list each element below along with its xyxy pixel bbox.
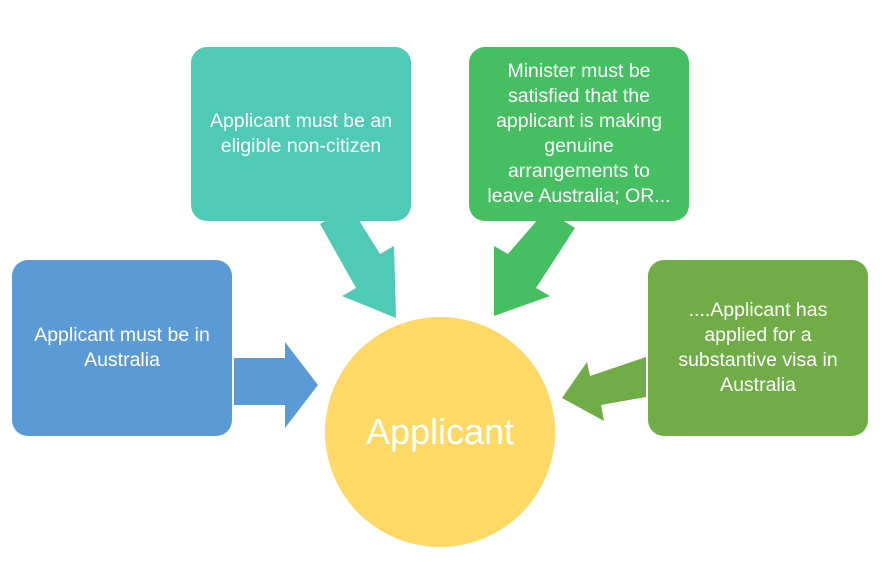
applicant-label: Applicant bbox=[365, 411, 515, 452]
requirement-box-leave-arrangements: Minister must be satisfied that the appl… bbox=[469, 47, 689, 221]
requirement-text: Minister must be satisfied that the appl… bbox=[487, 60, 671, 207]
requirement-text: Applicant must be an eligible non-citize… bbox=[209, 110, 393, 157]
arrow-left bbox=[234, 342, 318, 428]
arrow-right bbox=[562, 357, 646, 421]
arrow-top-left bbox=[320, 206, 396, 318]
arrow-top-right bbox=[494, 210, 575, 316]
requirement-text: Applicant must be in Australia bbox=[34, 324, 210, 371]
applicant-circle: Applicant bbox=[325, 317, 555, 547]
requirement-text: ....Applicant has applied for a substant… bbox=[678, 299, 838, 396]
requirement-box-eligible-non-citizen: Applicant must be an eligible non-citize… bbox=[191, 47, 411, 221]
requirement-box-substantive-visa: ....Applicant has applied for a substant… bbox=[648, 260, 868, 436]
requirement-box-in-australia: Applicant must be in Australia bbox=[12, 260, 232, 436]
